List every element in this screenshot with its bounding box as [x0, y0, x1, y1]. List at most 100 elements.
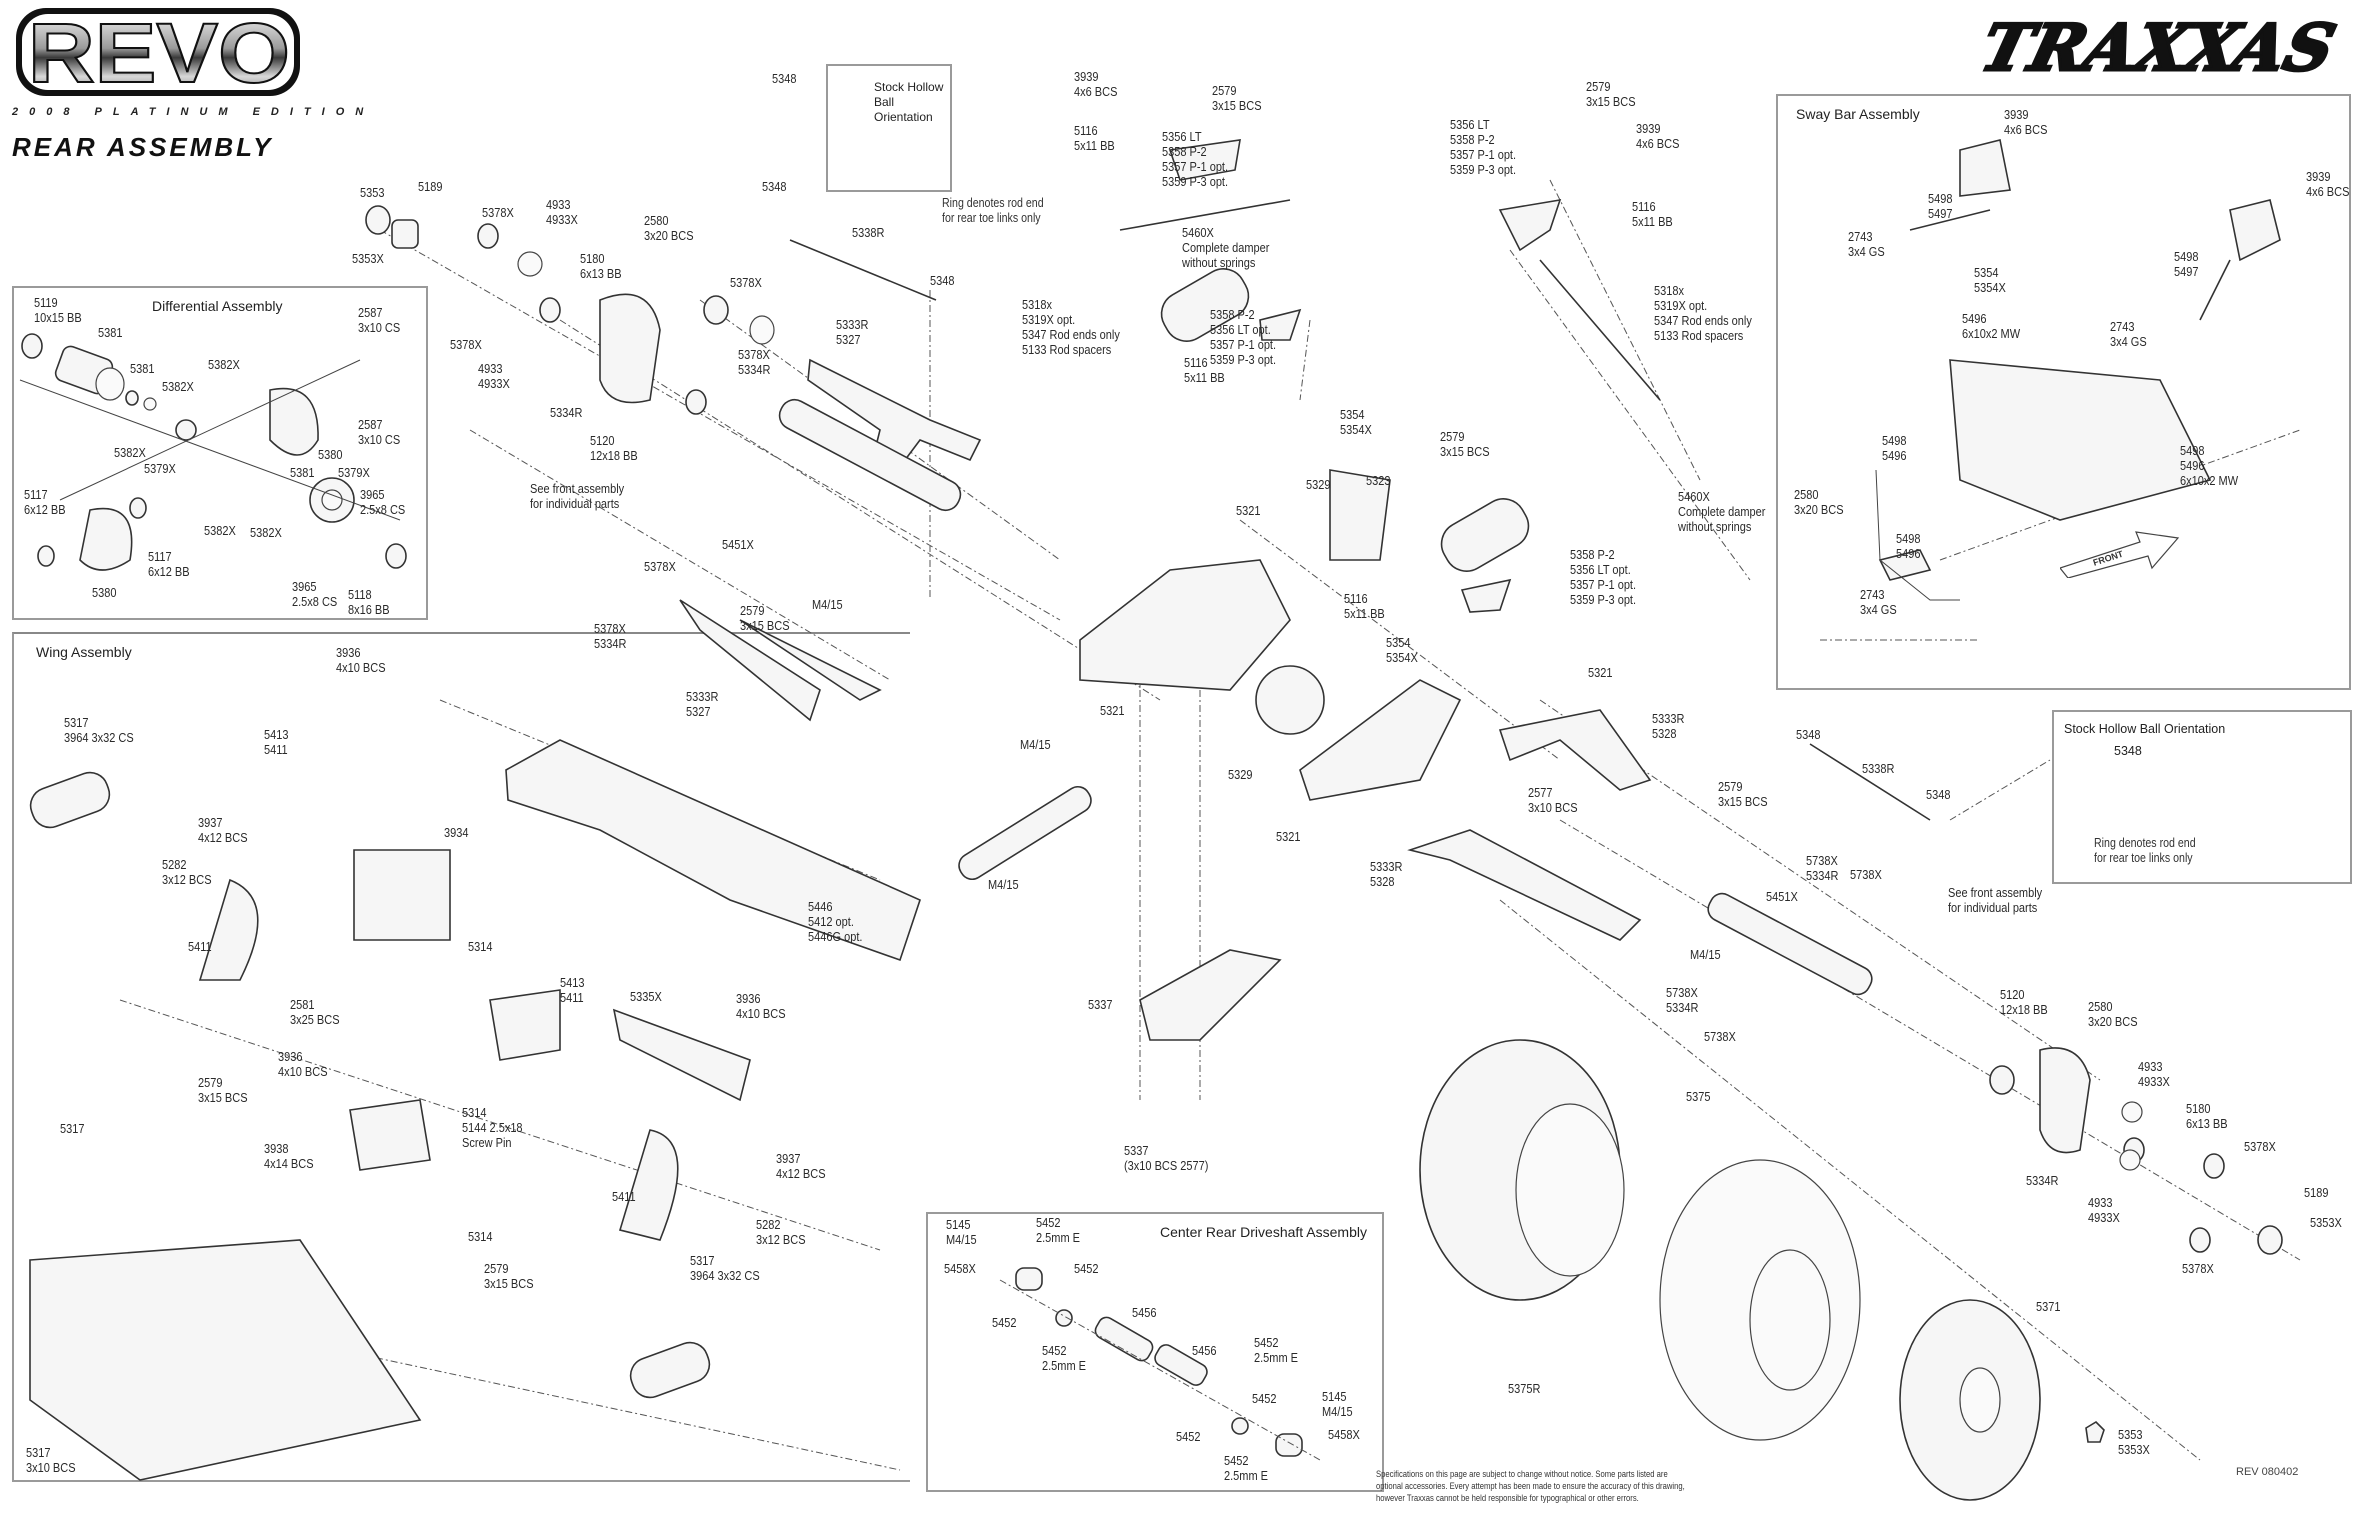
part-callout-l3: 5353X — [352, 252, 384, 266]
part-callout-d13: 5117 6x12 BB — [24, 488, 66, 517]
part-callout-w11: 5413 5411 — [560, 976, 585, 1005]
part-callout-l26: 3939 4x6 BCS — [1074, 70, 1118, 99]
part-callout-l25: 5333R 5327 — [836, 318, 869, 347]
sway-bar-assembly-panel: Sway Bar Assembly — [1776, 94, 2351, 690]
part-callout-s6: 5498 5497 — [2174, 250, 2199, 279]
part-callout-l30: 5460X Complete damper without springs — [1182, 226, 1270, 270]
part-callout-d11: 5381 — [290, 466, 315, 480]
part-callout-s3: 2743 3x4 GS — [1848, 230, 1885, 259]
part-callout-w23: 2579 3x15 BCS — [484, 1262, 534, 1291]
part-callout-l49: 5321 — [1588, 666, 1613, 680]
part-callout-l73: 4933 4933X — [2138, 1060, 2170, 1089]
part-callout-l50: 5333R 5328 — [1652, 712, 1685, 741]
part-callout-l32: 5358 P-2 5356 LT opt. 5357 P-1 opt. 5359… — [1210, 308, 1277, 367]
part-callout-d9: 5379X — [144, 462, 176, 476]
part-callout-l43: 5321 — [1236, 504, 1261, 518]
differential-assembly-title: Differential Assembly — [152, 298, 283, 314]
part-callout-l62: 5348 — [1926, 788, 1951, 802]
part-callout-l17: 5378X 5334R — [594, 622, 627, 651]
part-callout-l52: 2577 3x10 BCS — [1528, 786, 1578, 815]
part-callout-s13: 2743 3x4 GS — [1860, 588, 1897, 617]
hollow-ball-inset-right-note: Ring denotes rod end for rear toe links … — [2094, 836, 2196, 865]
part-callout-w2: 5413 5411 — [264, 728, 289, 757]
hollow-ball-inset-right-title: Stock Hollow Ball Orientation — [2064, 722, 2226, 736]
part-callout-w16: 5314 5144 2.5x18 Screw Pin — [462, 1106, 523, 1150]
part-callout-s2: 5498 5497 — [1928, 192, 1953, 221]
part-callout-l70: 5375 — [1686, 1090, 1711, 1104]
wheel-assembly — [1419, 1039, 2105, 1501]
part-callout-d20: 5118 8x16 BB — [348, 588, 390, 617]
differential-parts — [19, 333, 407, 571]
part-callout-l61: 5338R — [1862, 762, 1895, 776]
part-callout-c5: 5452 — [992, 1316, 1017, 1330]
part-callout-l16: 5378X — [644, 560, 676, 574]
part-callout-l31: 5318x 5319X opt. 5347 Rod ends only 5133… — [1022, 298, 1120, 357]
part-callout-l9: 5378X — [450, 338, 482, 352]
part-callout-l45: 5358 P-2 5356 LT opt. 5357 P-1 opt. 5359… — [1570, 548, 1637, 607]
part-callout-l35: 5356 LT 5358 P-2 5357 P-1 opt. 5359 P-3 … — [1450, 118, 1517, 177]
skid-plate — [1139, 949, 1282, 1041]
part-callout-l75: 5378X — [2244, 1140, 2276, 1154]
part-callout-l11: 5334R — [550, 406, 583, 420]
part-callout-l33: 5116 5x11 BB — [1184, 356, 1225, 385]
part-callout-l42: 5323 — [1366, 474, 1391, 488]
part-callout-c14: 5452 2.5mm E — [1224, 1454, 1269, 1483]
hollow-ball-inset-note: Ring denotes rod end for rear toe links … — [942, 196, 1044, 225]
part-callout-l1: 5353 — [360, 186, 385, 200]
part-callout-d16: 5382X — [250, 526, 282, 540]
sway-bar-assembly-title: Sway Bar Assembly — [1796, 106, 1920, 122]
part-callout-s1: 3939 4x6 BCS — [2004, 108, 2048, 137]
part-callout-c3: 5458X — [944, 1262, 976, 1276]
part-callout-c4: 5452 — [1074, 1262, 1099, 1276]
part-callout-d5: 5382X — [208, 358, 240, 372]
part-callout-s8: 2743 3x4 GS — [2110, 320, 2147, 349]
part-callout-l12: 5378X 5334R — [738, 348, 771, 377]
part-callout-l71: 5120 12x18 BB — [2000, 988, 2048, 1017]
part-callout-s4: 3939 4x6 BCS — [2306, 170, 2350, 199]
edition-subtitle: 2008 PLATINUM EDITION — [12, 106, 375, 118]
traxxas-logo: TRAXXAS — [1970, 4, 2344, 88]
part-callout-d19: 3965 2.5x8 CS — [292, 580, 338, 609]
part-callout-w8: 5314 — [468, 940, 493, 954]
center-damper — [1119, 139, 1302, 342]
part-callout-l81: 5371 — [2036, 1300, 2061, 1314]
hollow-ball-orientation-inset-right: Stock Hollow Ball Orientation 5348 Ring … — [2052, 710, 2352, 884]
hollow-ball-inset-right-part: 5348 — [2114, 744, 2142, 758]
part-callout-w21: 5314 — [468, 1230, 493, 1244]
part-callout-l40: 2579 3x15 BCS — [1440, 430, 1490, 459]
part-callout-l67: M4/15 — [1690, 948, 1721, 962]
part-callout-d7: 2587 3x10 CS — [358, 418, 401, 447]
part-callout-l55: 5321 — [1276, 830, 1301, 844]
hollow-ball-inset-title: Stock Hollow Ball Orientation — [874, 80, 944, 124]
part-callout-s11: 2580 3x20 BCS — [1794, 488, 1844, 517]
part-callout-w9: 5446 5412 opt. 5446G opt. — [808, 900, 863, 944]
part-callout-l27: 2579 3x15 BCS — [1212, 84, 1262, 113]
part-callout-l58: 5337 (3x10 BCS 2577) — [1124, 1144, 1209, 1173]
part-callout-l38: 5116 5x11 BB — [1632, 200, 1673, 229]
part-callout-l57: 5337 — [1088, 998, 1113, 1012]
traxxas-wordmark: TRAXXAS — [1974, 11, 2340, 86]
part-callout-w7: 5411 — [188, 940, 212, 954]
rear-bulkhead — [1079, 469, 1462, 801]
part-callout-s12: 5498 5496 — [1896, 532, 1921, 561]
part-callout-s9: 5498 5496 — [1882, 434, 1907, 463]
part-callout-s5: 5354 5354X — [1974, 266, 2006, 295]
part-callout-c6: 5456 — [1132, 1306, 1157, 1320]
part-callout-w6: 3934 — [444, 826, 469, 840]
part-callout-l46: 5116 5x11 BB — [1344, 592, 1385, 621]
part-callout-c8: 5456 — [1192, 1344, 1217, 1358]
driveshafts — [958, 743, 1931, 996]
part-callout-l63: 5738X 5334R — [1806, 854, 1839, 883]
part-callout-l51: 5329 — [1228, 768, 1253, 782]
part-callout-c12: 5458X — [1328, 1428, 1360, 1442]
part-callout-l83: 5353 5353X — [2118, 1428, 2150, 1457]
revo-wordmark: REVO — [28, 6, 290, 100]
page-title: REAR ASSEMBLY — [12, 132, 274, 162]
part-callout-w5: 5282 3x12 BCS — [162, 858, 212, 887]
part-callout-c10: 5452 — [1252, 1392, 1277, 1406]
wing-parts — [29, 739, 921, 1481]
part-callout-l53: M4/15 — [1020, 738, 1051, 752]
part-callout-l4: 5378X — [482, 206, 514, 220]
part-callout-l48: 5321 — [1100, 704, 1125, 718]
